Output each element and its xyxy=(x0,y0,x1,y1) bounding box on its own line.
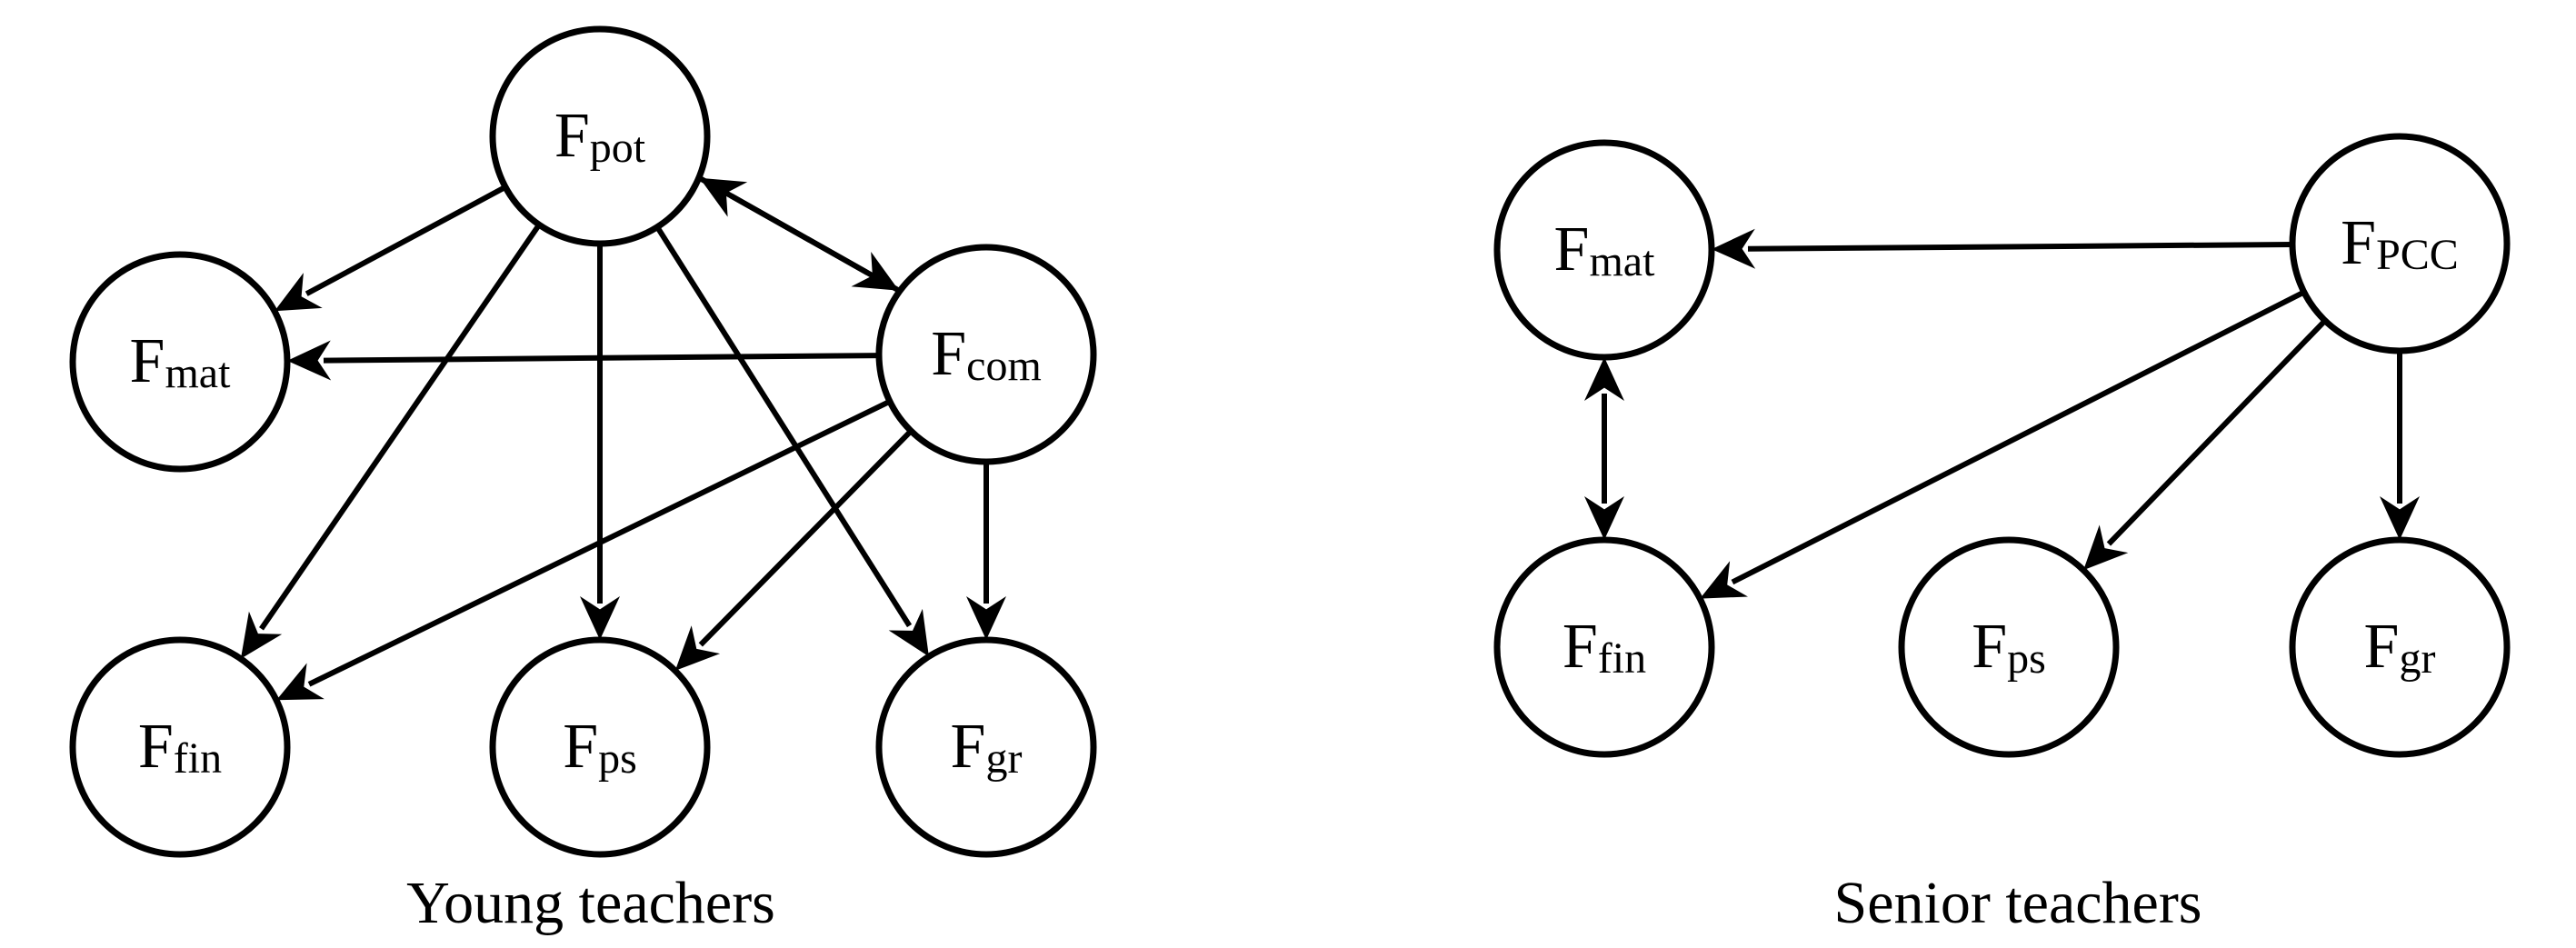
node-label-sub: PCC xyxy=(2376,231,2459,279)
caption-young-teachers: Young teachers xyxy=(406,870,775,936)
edge-0-pot-to-fin xyxy=(240,223,542,659)
node-circle xyxy=(489,636,711,858)
edges-layer xyxy=(240,175,2420,701)
node-label: Fgr xyxy=(2364,612,2436,683)
node-senior-gr: Fgr xyxy=(2289,536,2511,758)
node-label: Fpot xyxy=(554,101,646,172)
arrowhead xyxy=(275,273,323,312)
edge-1-pcc-to-fin xyxy=(1700,289,2306,599)
edge-line xyxy=(305,185,507,296)
arrowhead xyxy=(674,625,721,671)
arrowhead xyxy=(2380,496,2420,540)
edge-line xyxy=(259,223,542,631)
node-label-main: F xyxy=(1554,215,1590,284)
node-circle xyxy=(489,25,711,247)
node-label-main: F xyxy=(138,712,174,782)
node-label-main: F xyxy=(554,101,590,171)
edge-line xyxy=(323,353,880,364)
edge-line xyxy=(698,429,914,647)
node-young-mat: Fmat xyxy=(69,251,291,473)
arrowhead xyxy=(888,608,929,657)
node-label: Fgr xyxy=(951,712,1023,783)
edge-1-pcc-to-gr xyxy=(2380,351,2420,540)
node-circle xyxy=(2289,133,2511,354)
node-label-main: F xyxy=(1972,612,2007,682)
arrowhead xyxy=(966,596,1006,640)
node-label-sub: mat xyxy=(165,349,231,397)
edge-line xyxy=(729,193,901,294)
node-young-ps: Fps xyxy=(489,636,711,858)
edge-0-com-to-gr xyxy=(966,462,1006,640)
node-young-gr: Fgr xyxy=(875,636,1097,858)
node-label-sub: gr xyxy=(2399,634,2435,683)
node-label: Fmat xyxy=(130,326,232,397)
node-label: Fps xyxy=(1972,612,2046,683)
node-circle xyxy=(1493,536,1715,758)
arrowhead xyxy=(580,596,620,640)
node-label-sub: ps xyxy=(598,734,637,783)
node-label-sub: fin xyxy=(1598,634,1646,683)
arrowhead xyxy=(2083,524,2129,571)
node-senior-mat: Fmat xyxy=(1493,139,1715,361)
node-label-sub: gr xyxy=(985,734,1022,783)
edge-0-com-to-fin xyxy=(276,398,892,701)
node-label: Fps xyxy=(563,712,637,783)
edge-0-pot-to-mat xyxy=(275,185,507,312)
arrowhead xyxy=(276,663,324,701)
edge-1-pcc-to-mat xyxy=(1712,228,2293,269)
node-label-sub: mat xyxy=(1589,237,1655,285)
node-label: Fcom xyxy=(931,319,1042,390)
edge-0-pot-to-ps xyxy=(580,244,620,640)
node-senior-pcc: FPCC xyxy=(2289,133,2511,354)
node-circle xyxy=(1898,536,2120,758)
node-senior-ps: Fps xyxy=(1898,536,2120,758)
node-label-main: F xyxy=(2341,208,2376,278)
edge-line xyxy=(1731,289,2306,585)
node-label-main: F xyxy=(2364,612,2400,682)
node-young-fin: Ffin xyxy=(69,636,291,858)
node-circle xyxy=(875,244,1097,465)
edge-0-pot-to-gr xyxy=(654,225,929,657)
node-young-com: Fcom xyxy=(875,244,1097,465)
node-label-main: F xyxy=(951,712,986,782)
node-label-sub: ps xyxy=(2007,634,2046,683)
node-circle xyxy=(69,636,291,858)
edge-line xyxy=(1747,241,2293,252)
node-label-main: F xyxy=(563,712,598,782)
edge-0-com-to-mat xyxy=(287,340,880,381)
arrowhead xyxy=(287,340,332,381)
node-label-sub: com xyxy=(966,342,1042,390)
arrowhead xyxy=(1712,228,1756,269)
node-label-sub: fin xyxy=(174,734,222,783)
node-label-sub: pot xyxy=(590,124,646,172)
node-circle xyxy=(875,636,1097,858)
node-label-main: F xyxy=(1563,612,1598,682)
node-label-main: F xyxy=(931,319,966,389)
edge-line xyxy=(307,398,892,687)
node-label: Ffin xyxy=(1563,612,1646,683)
node-senior-fin: Ffin xyxy=(1493,536,1715,758)
node-young-pot: Fpot xyxy=(489,25,711,247)
arrowhead xyxy=(1584,496,1624,540)
edge-1-pcc-to-ps xyxy=(2083,318,2328,571)
edge-line xyxy=(2106,318,2328,546)
arrowhead xyxy=(1700,561,1748,599)
node-label: Fmat xyxy=(1554,215,1656,285)
node-label: FPCC xyxy=(2341,208,2459,279)
edge-1-mat-to-fin xyxy=(1584,357,1624,540)
edge-line xyxy=(654,225,913,628)
edge-0-com-to-pot xyxy=(699,177,901,294)
edge-0-com-to-ps xyxy=(674,429,914,671)
node-circle xyxy=(2289,536,2511,758)
node-label-main: F xyxy=(130,326,165,396)
node-circle xyxy=(1493,139,1715,361)
node-circle xyxy=(69,251,291,473)
arrowhead xyxy=(1584,357,1624,401)
arrowhead xyxy=(240,611,283,659)
arrowhead xyxy=(699,177,748,217)
caption-senior-teachers: Senior teachers xyxy=(1834,870,2202,936)
node-label: Ffin xyxy=(138,712,222,783)
